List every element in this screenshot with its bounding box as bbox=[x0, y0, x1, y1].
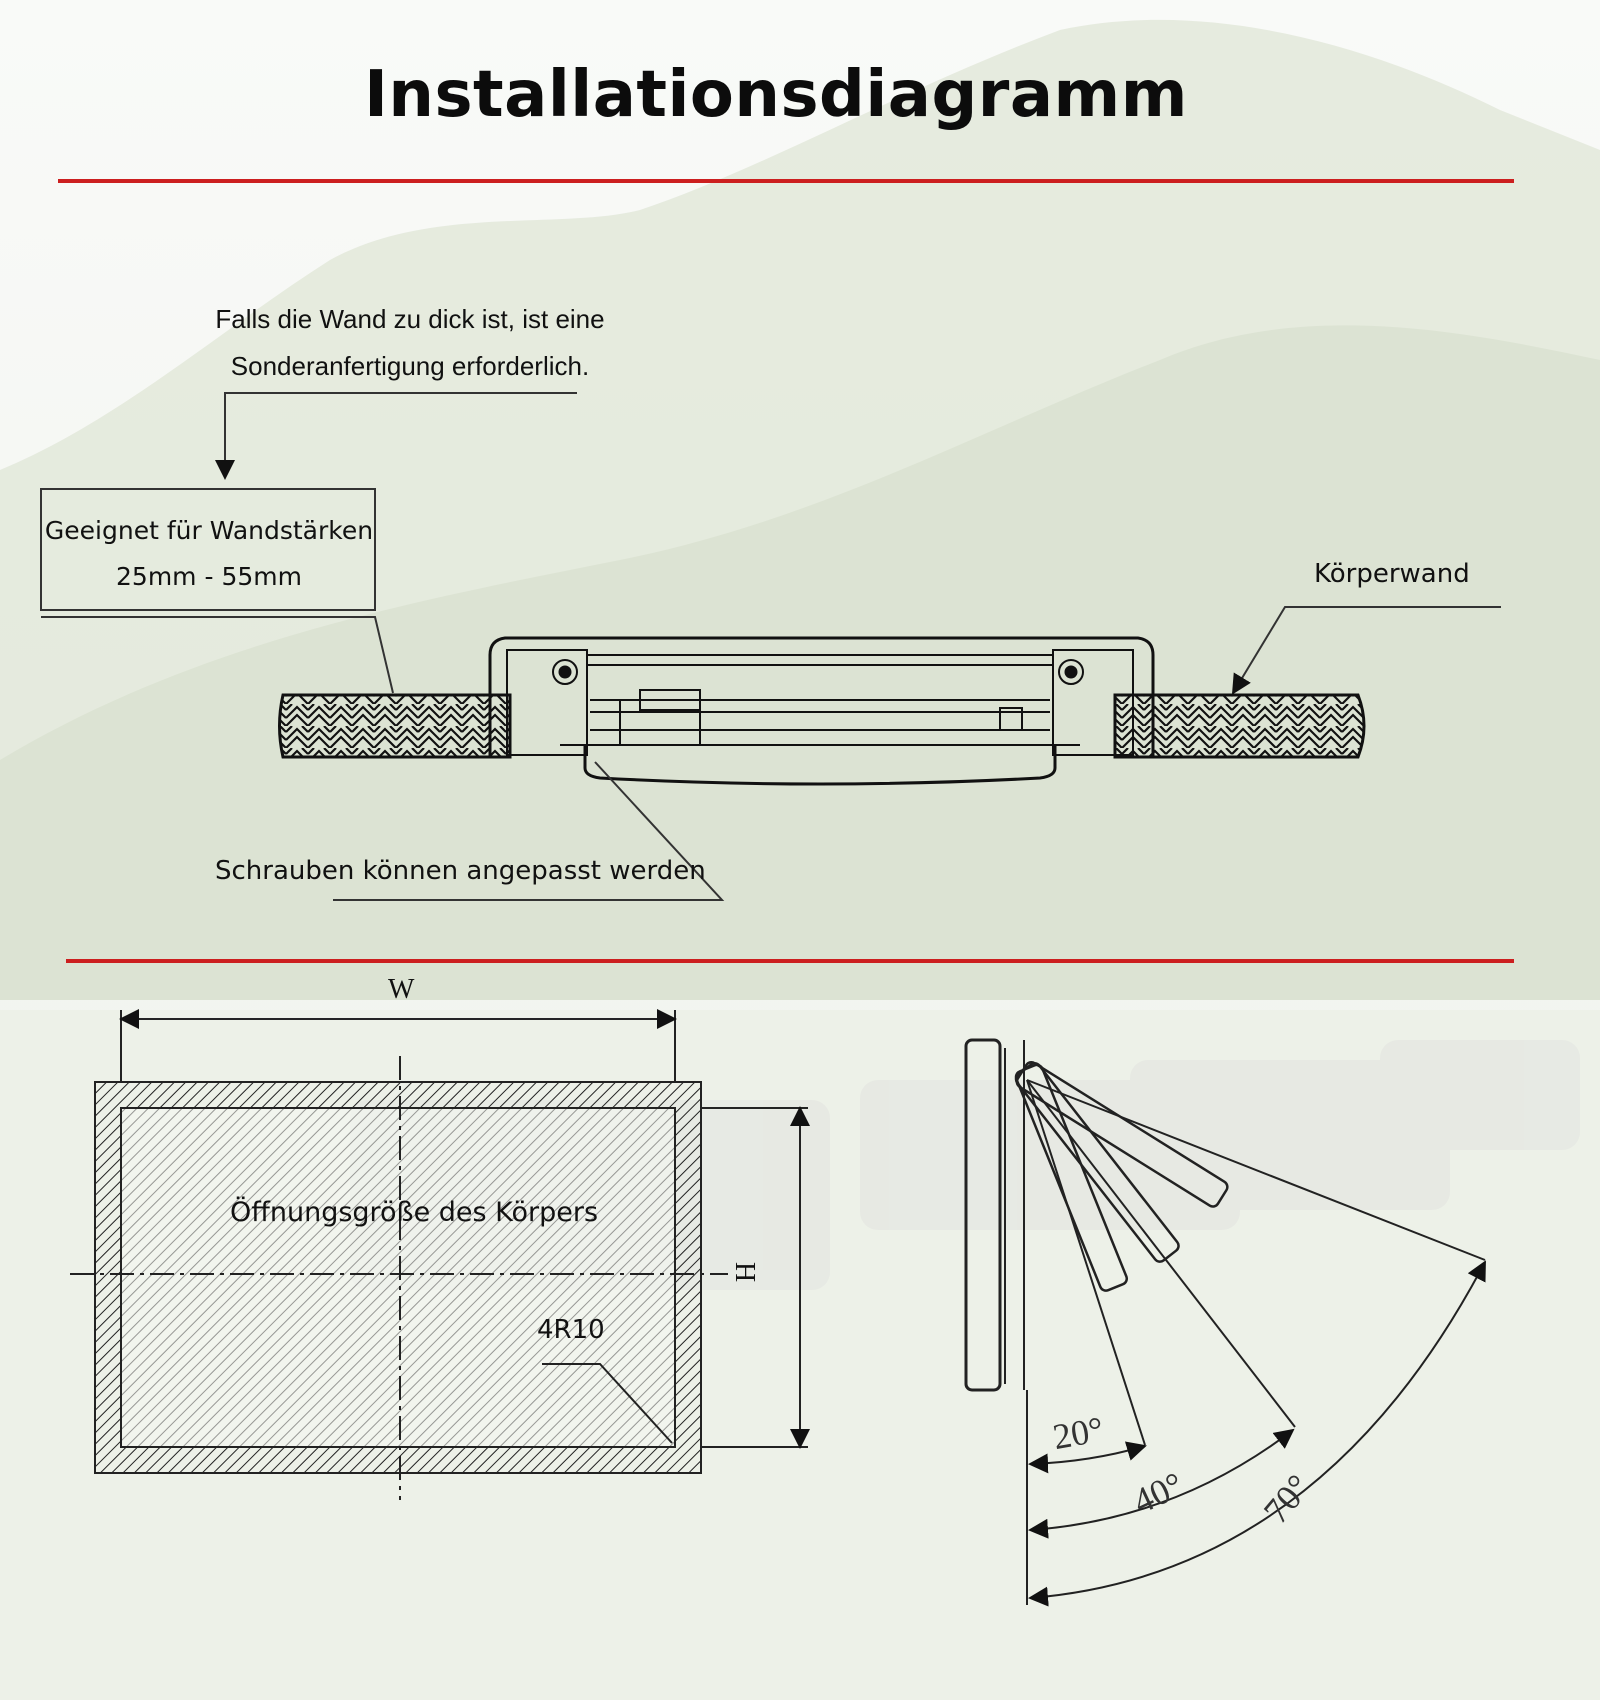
height-label: H bbox=[729, 1262, 760, 1283]
centerlines bbox=[70, 1056, 728, 1500]
window-frame-section bbox=[488, 636, 1155, 786]
window-positions bbox=[1014, 1060, 1229, 1292]
body-wall-label: Körperwand bbox=[1314, 559, 1470, 589]
wall-thickness-box bbox=[40, 488, 376, 611]
thickness-note-line-2: Sonderanfertigung erforderlich. bbox=[230, 351, 590, 381]
thickness-note-leader bbox=[215, 392, 577, 480]
mountain-shade bbox=[0, 325, 1600, 1000]
window-side-view bbox=[964, 1038, 1025, 1392]
body-wall-leader bbox=[1231, 606, 1501, 695]
corner-radius-label: 4R10 bbox=[537, 1315, 605, 1345]
width-dimension bbox=[119, 1009, 677, 1082]
opening-size-label: Öffnungsgröße des Körpers bbox=[230, 1197, 599, 1228]
thickness-note-line-1: Falls die Wand zu dick ist, ist eine bbox=[215, 304, 605, 334]
screws-label: Schrauben können angepasst werden bbox=[215, 856, 706, 886]
screws-leader bbox=[333, 761, 725, 901]
wall-thickness-line-1: Geeignet für Wandstärken bbox=[44, 516, 374, 545]
width-label: W bbox=[388, 974, 415, 1005]
box-leader bbox=[41, 616, 394, 694]
page-title: Installationsdiagramm bbox=[364, 58, 1188, 132]
radius-leader bbox=[542, 1363, 673, 1444]
wall-thickness-label: Geeignet für Wandstärken 25mm - 55mm bbox=[44, 508, 374, 600]
height-dimension bbox=[701, 1106, 810, 1449]
wall-thickness-line-2: 25mm - 55mm bbox=[116, 562, 302, 591]
body-wall-section bbox=[278, 693, 1366, 759]
angle-lines bbox=[1026, 1079, 1486, 1605]
opening-frame bbox=[94, 1081, 702, 1474]
thickness-note: Falls die Wand zu dick ist, ist eine Son… bbox=[190, 296, 630, 390]
angle-label-20: 20° bbox=[1049, 1408, 1107, 1458]
angle-arcs bbox=[1028, 1260, 1486, 1607]
